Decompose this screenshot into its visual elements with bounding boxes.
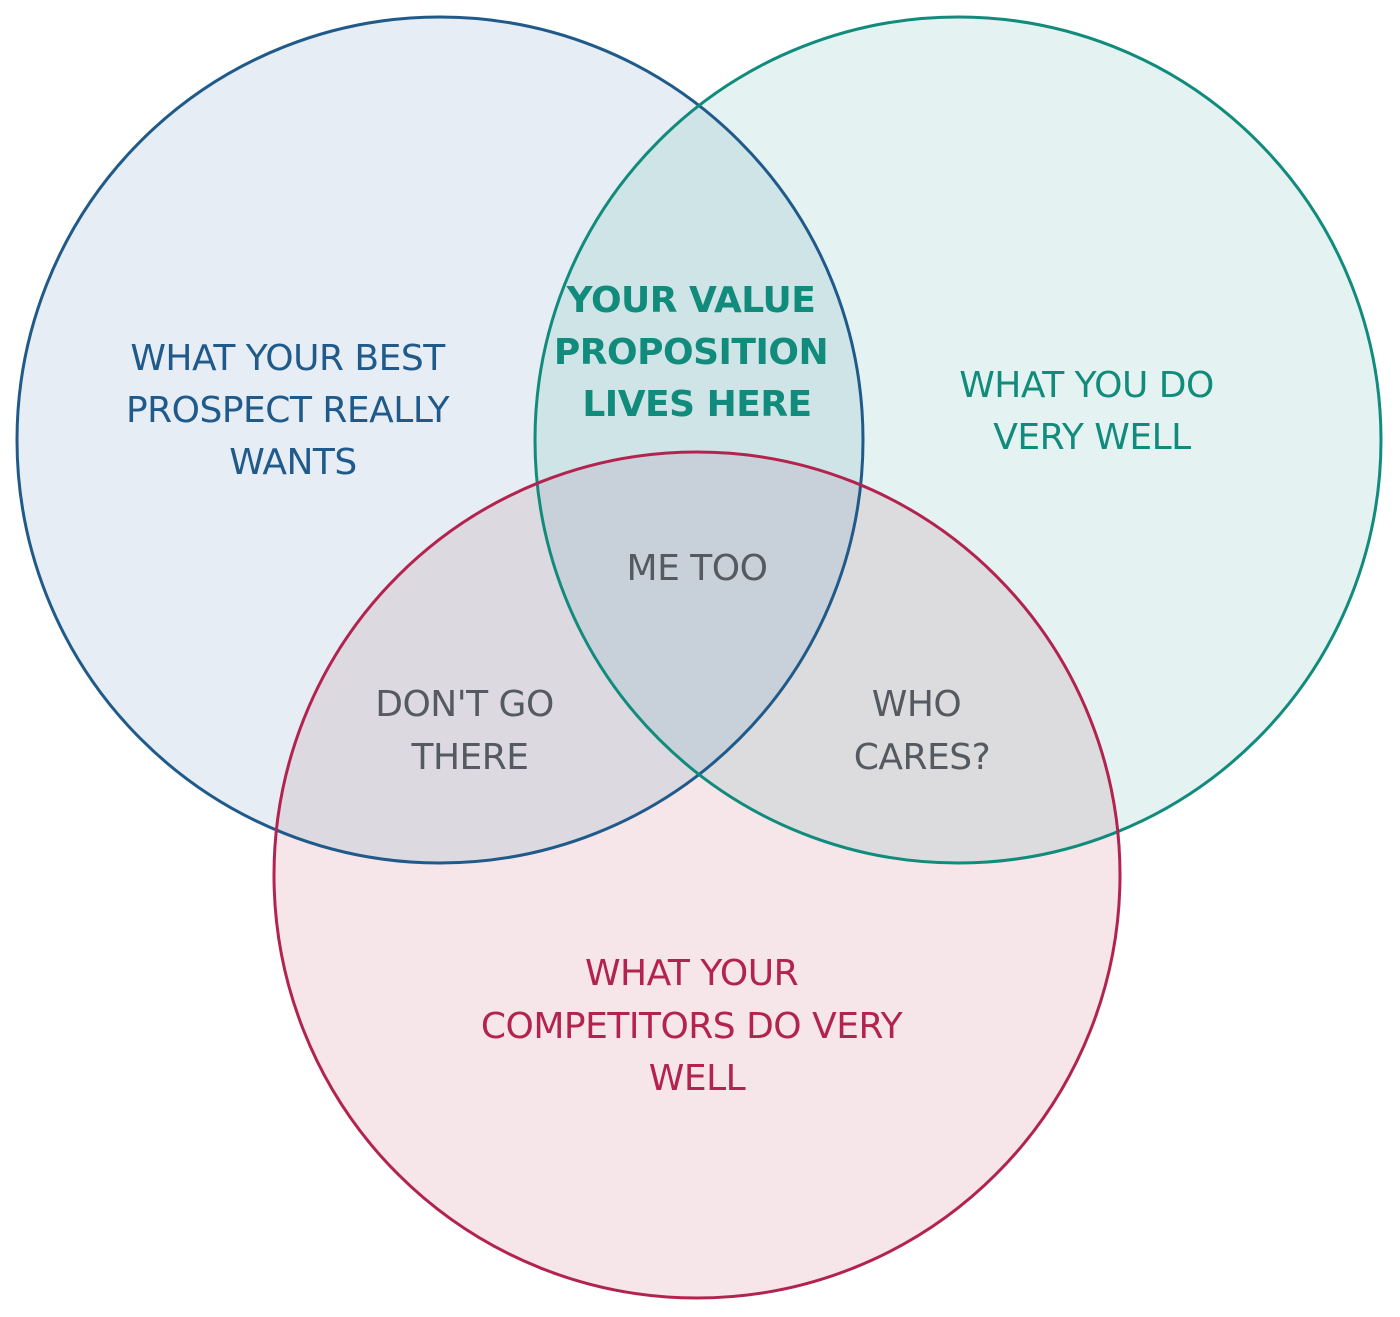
competitors-label: WHAT YOUR COMPETITORS DO VERY WELL <box>481 953 913 1099</box>
competitors-label-line-1: WHAT YOUR <box>585 953 798 994</box>
who-cares-label: WHO CARES? <box>854 684 990 778</box>
who-cares-region <box>535 452 1120 863</box>
value-proposition-label-line-2: PROPOSITION <box>554 332 828 373</box>
strengths-label-line-2: VERY WELL <box>993 417 1191 458</box>
prospect-label-line-1: WHAT YOUR BEST <box>130 338 446 379</box>
strengths-label: WHAT YOU DO VERY WELL <box>959 365 1225 458</box>
who-cares-label-line-2: CARES? <box>854 737 990 778</box>
dont-go-there-label-line-2: THERE <box>410 737 528 778</box>
value-proposition-label-line-1: YOUR VALUE <box>566 280 816 321</box>
prospect-label: WHAT YOUR BEST PROSPECT REALLY WANTS <box>126 338 460 483</box>
who-cares-label-line-1: WHO <box>872 684 962 725</box>
prospect-label-line-3: WANTS <box>229 442 357 483</box>
dont-go-there-label: DON'T GO THERE <box>375 684 565 778</box>
dont-go-there-region <box>274 452 863 863</box>
strengths-circle-outline <box>533 15 1383 865</box>
competitors-label-line-3: WELL <box>649 1058 746 1099</box>
value-proposition-label: YOUR VALUE PROPOSITION LIVES HERE <box>554 280 840 425</box>
me-too-label-line-1: ME TOO <box>627 548 768 589</box>
value-proposition-label-line-3: LIVES HERE <box>582 384 811 425</box>
prospect-circle-outline <box>15 15 865 865</box>
competitors-label-line-2: COMPETITORS DO VERY <box>481 1006 904 1047</box>
me-too-label: ME TOO <box>627 548 768 589</box>
competitors-circle-outline <box>272 450 1122 1300</box>
strengths-label-line-1: WHAT YOU DO <box>959 365 1214 406</box>
dont-go-there-label-line-1: DON'T GO <box>375 684 554 725</box>
prospect-label-line-2: PROSPECT REALLY <box>126 390 451 431</box>
